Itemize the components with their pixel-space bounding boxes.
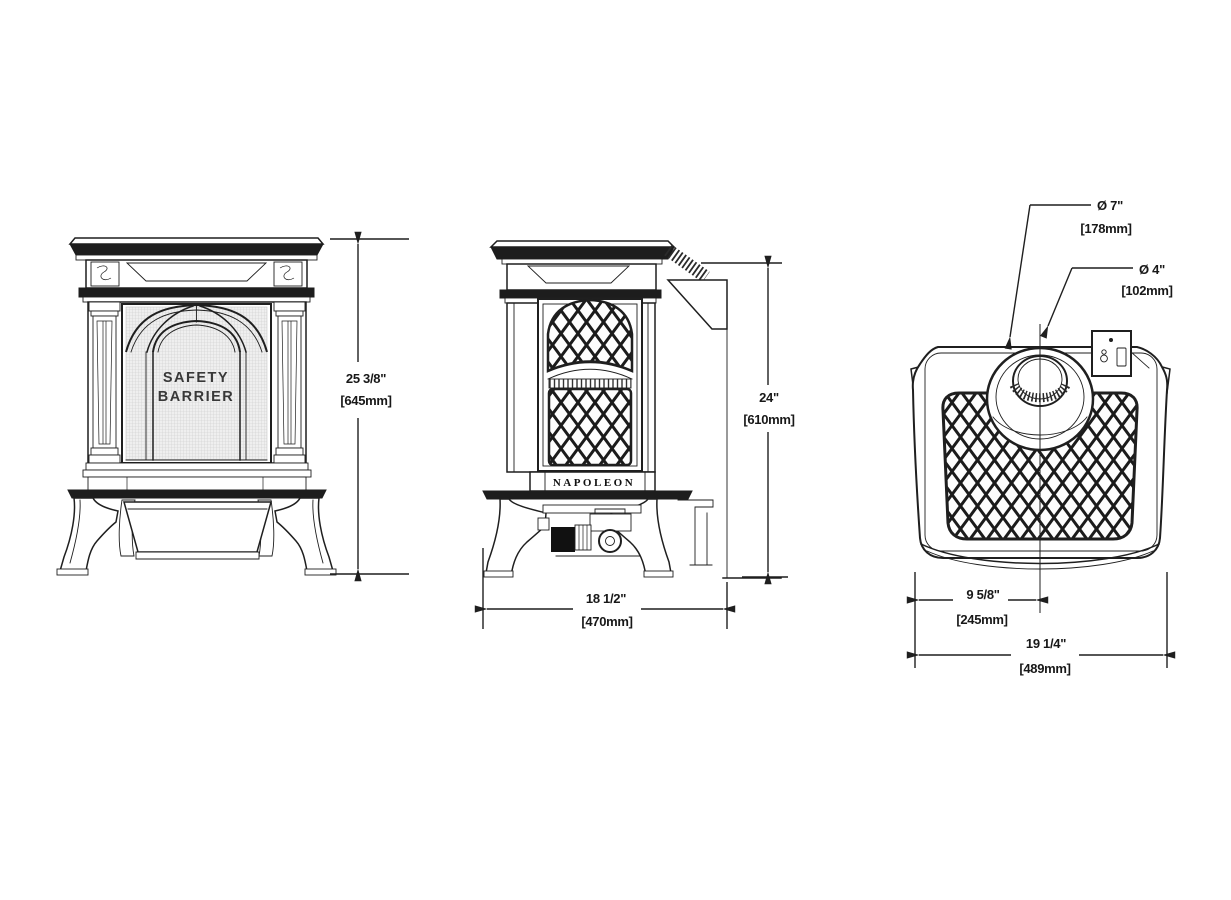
safety-barrier-label-line1: SAFETY	[163, 370, 229, 386]
brand-label: NAPOLEON	[553, 477, 635, 489]
gas-valve-assembly	[537, 504, 642, 557]
side-lower-lattice	[547, 387, 633, 467]
side-crown	[489, 240, 676, 265]
front-column-right	[273, 301, 306, 464]
side-nameplate: NAPOLEON	[529, 471, 656, 492]
flue-offset-mm: [245mm]	[956, 612, 1007, 627]
front-frieze	[78, 259, 315, 303]
front-arch-tracery	[125, 303, 268, 461]
top-width-inches: 19 1/4"	[1026, 636, 1066, 651]
front-crown	[68, 237, 325, 261]
front-height-mm: [645mm]	[340, 393, 391, 408]
front-leg-right	[274, 497, 337, 576]
front-scroll-box-left	[90, 261, 120, 287]
side-height-mm: [610mm]	[743, 412, 794, 427]
side-crown-plate	[490, 246, 675, 260]
side-panel	[537, 298, 643, 472]
flue-offset-dimension: 9 5/8" [245mm]	[906, 572, 1049, 668]
flue-outer-diameter-callout: Ø 7" [178mm]	[1004, 198, 1132, 350]
front-height-dimension: 25 3/8" [645mm]	[330, 231, 409, 582]
side-base-plate	[482, 490, 693, 500]
side-height-inches: 24"	[759, 390, 779, 405]
front-scroll-box-right	[273, 261, 303, 287]
flue-inner-mm: [102mm]	[1121, 283, 1172, 298]
front-height-inches: 25 3/8"	[346, 371, 386, 386]
side-height-dimension: 24" [610mm]	[701, 255, 795, 585]
flex-vent-coil	[664, 244, 710, 283]
side-depth-mm: [470mm]	[581, 614, 632, 629]
side-frieze	[499, 263, 662, 304]
side-ribbed-band	[548, 378, 632, 389]
front-ash-pan	[123, 501, 272, 560]
side-depth-dimension: 18 1/2" [470mm]	[474, 548, 736, 629]
front-crown-plate	[69, 243, 324, 256]
junction-box	[1091, 330, 1150, 377]
side-rear-shield	[666, 279, 782, 579]
front-window: SAFETY BARRIER	[121, 303, 272, 464]
scroll-ornament-right-icon	[279, 265, 295, 281]
front-glass-mesh	[125, 306, 268, 461]
side-depth-inches: 18 1/2"	[586, 591, 626, 606]
safety-barrier-label-line2: BARRIER	[158, 389, 235, 405]
top-view: Ø 7" [178mm] Ø 4" [102mm] 9 5/8" [245mm]…	[906, 198, 1176, 676]
valve-knob	[598, 529, 622, 553]
side-leg-front	[483, 498, 547, 578]
scroll-ornament-left-icon	[96, 265, 112, 281]
flue-outer-mm: [178mm]	[1080, 221, 1131, 236]
front-column-left	[88, 301, 121, 464]
front-view: SAFETY BARRIER	[56, 231, 409, 582]
flue-inner-inches: Ø 4"	[1139, 262, 1165, 277]
front-base-plate	[67, 489, 327, 499]
top-width-dimension: 19 1/4" [489mm]	[906, 572, 1176, 676]
front-leg-left	[56, 497, 119, 576]
valve-body	[551, 527, 575, 552]
front-plinth	[67, 462, 327, 499]
flue-outer-inches: Ø 7"	[1097, 198, 1123, 213]
flue-inner-diameter-callout: Ø 4" [102mm]	[1039, 262, 1173, 339]
top-width-mm: [489mm]	[1019, 661, 1070, 676]
side-view: NAPOLEON 24" [610	[474, 240, 795, 629]
flue-offset-inches: 9 5/8"	[966, 587, 999, 602]
